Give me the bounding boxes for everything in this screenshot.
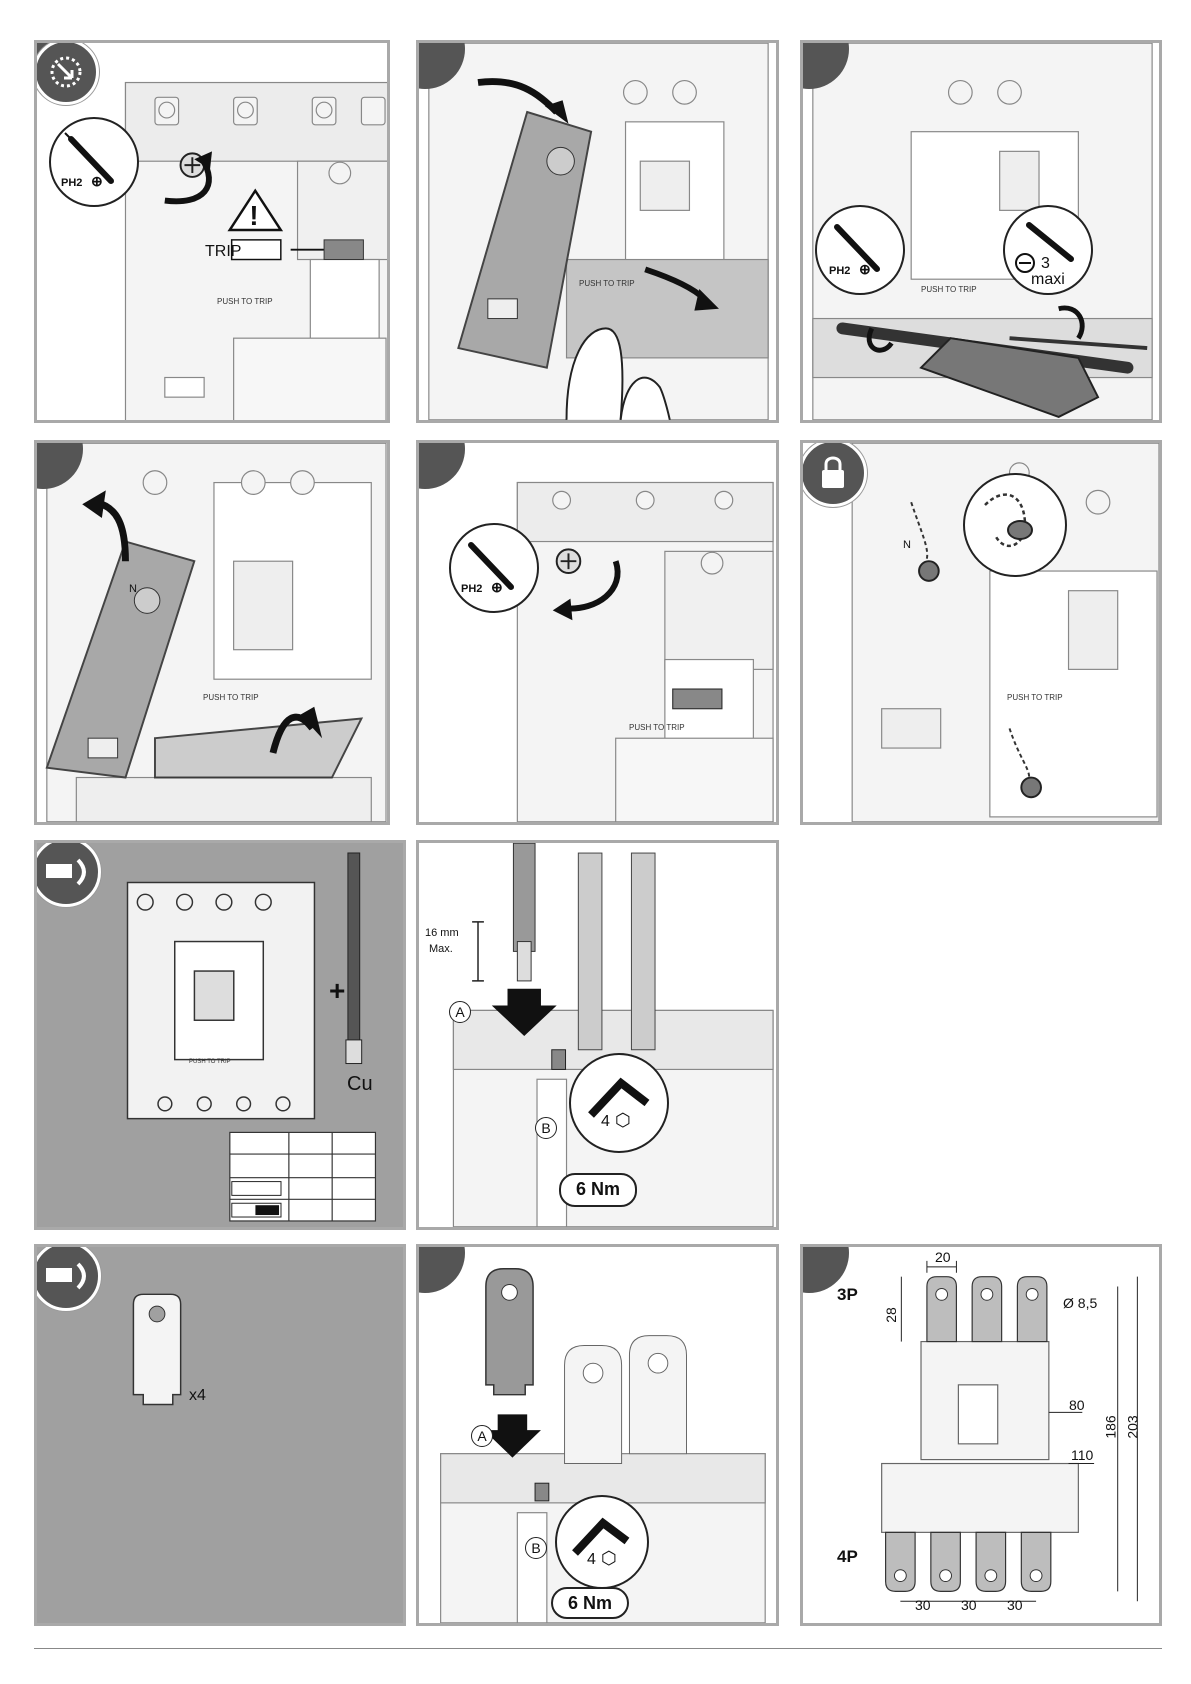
- breaker-drawing: [37, 443, 387, 822]
- pole-label: N: [903, 539, 911, 551]
- push-to-trip-label: PUSH TO TRIP: [921, 285, 977, 294]
- torque-label: 6 Nm: [559, 1173, 637, 1207]
- stranded-cable-icon: [232, 1182, 281, 1196]
- step-panel-5: PH2 ⊕ PUSH TO TRIP: [416, 440, 779, 825]
- flat-screwdriver-callout: 3 maxi: [1003, 205, 1093, 295]
- svg-text:!: !: [249, 200, 258, 231]
- push-to-trip-label: PUSH TO TRIP: [217, 297, 273, 306]
- screwdriver-callout: PH2 ⊕: [449, 523, 539, 613]
- dim-110-label: 110: [1071, 1447, 1093, 1463]
- phillips-icon: ⊕: [491, 579, 503, 596]
- hex-icon: ⬡: [615, 1110, 631, 1131]
- cable-overview-panel: + Cu PUSH TO TRIP: [34, 840, 406, 1230]
- spreader-4p: [886, 1532, 1051, 1591]
- terminal-connection-icon: [34, 840, 101, 907]
- step-panel-4: N PUSH TO TRIP: [34, 440, 390, 825]
- dim-30-label-3: 30: [1007, 1597, 1023, 1613]
- breaker-drawing: [419, 443, 776, 822]
- step-panel-1: ! PH2 ⊕ TRIP PUSH TO TRIP: [34, 40, 390, 423]
- terminal-drawing: [419, 843, 776, 1227]
- spreader-overview-panel: x4: [34, 1244, 406, 1626]
- label-4p: 4P: [837, 1547, 858, 1567]
- quantity-label: x4: [189, 1387, 206, 1405]
- spreader-3p: [927, 1277, 1047, 1342]
- phillips-icon: ⊕: [859, 261, 871, 278]
- push-to-trip-label: PUSH TO TRIP: [1007, 693, 1063, 702]
- lock-icon: [800, 440, 867, 507]
- step-panel-3: PH2 ⊕ 3 maxi PUSH TO TRIP: [800, 40, 1162, 423]
- cable-install-panel: 4 ⬡ 6 Nm 16 mm Max. A B: [416, 840, 779, 1230]
- step-panel-6: N PUSH TO TRIP: [800, 440, 1162, 825]
- cable-icon: [348, 853, 360, 1050]
- dim-28-label: 28: [883, 1307, 899, 1323]
- copper-label: Cu: [347, 1073, 373, 1096]
- plus-sign: +: [329, 975, 345, 1007]
- hole-diameter-label: Ø 8,5: [1063, 1295, 1097, 1311]
- dimensions-panel: 3P 4P 20 28 Ø 8,5 80 110 186 203 30 30 3…: [800, 1244, 1162, 1626]
- marker-a: A: [449, 1001, 471, 1023]
- push-to-trip-label: PUSH TO TRIP: [579, 279, 635, 288]
- dim-20-label: 20: [935, 1249, 951, 1265]
- strip-max-label: Max.: [429, 943, 453, 955]
- push-to-trip-label: PUSH TO TRIP: [629, 723, 685, 732]
- hex-size-label: 4: [587, 1551, 596, 1569]
- ph2-label: PH2: [829, 265, 850, 277]
- hex-size-label: 4: [601, 1113, 610, 1131]
- strip-length-label: 16 mm: [425, 927, 459, 939]
- seal-callout: [963, 473, 1067, 577]
- torque-label: 6 Nm: [551, 1587, 629, 1619]
- allen-key-callout: 4 ⬡: [555, 1495, 649, 1589]
- marker-b: B: [525, 1537, 547, 1559]
- maxi-label: maxi: [1031, 271, 1065, 289]
- push-to-trip-label: PUSH TO TRIP: [203, 693, 259, 702]
- phillips-icon: ⊕: [91, 173, 103, 190]
- screwdriver-icon: [837, 227, 877, 269]
- marker-b: B: [535, 1117, 557, 1139]
- pole-label: N: [129, 583, 137, 595]
- allen-key-callout: 4 ⬡: [569, 1053, 669, 1153]
- spreader-install-panel: 4 ⬡ 6 Nm A B: [416, 1244, 779, 1626]
- dim-203-label: 203: [1125, 1415, 1141, 1438]
- screwdriver-callout: PH2 ⊕: [815, 205, 905, 295]
- unlock-icon: [34, 40, 99, 105]
- screwdriver-callout: PH2 ⊕: [49, 117, 139, 207]
- hex-icon: ⬡: [601, 1548, 617, 1569]
- dim-30-label-2: 30: [961, 1597, 977, 1613]
- flat-screwdriver-icon: [1029, 225, 1071, 259]
- label-3p: 3P: [837, 1285, 858, 1305]
- ph2-label: PH2: [461, 583, 482, 595]
- push-to-trip-label: PUSH TO TRIP: [189, 1059, 231, 1065]
- cable-icon: [513, 843, 535, 951]
- step-panel-2: PUSH TO TRIP: [416, 40, 779, 423]
- breaker-drawing: [419, 43, 776, 420]
- trip-label: TRIP: [205, 243, 241, 261]
- seal-icon: [919, 561, 939, 581]
- dim-80-label: 80: [1069, 1397, 1085, 1413]
- dim-30-label-1: 30: [915, 1597, 931, 1613]
- terminal-connection-icon: [34, 1244, 101, 1311]
- footer-divider: [34, 1648, 1162, 1649]
- marker-a: A: [471, 1425, 493, 1447]
- ph2-label: PH2: [61, 177, 82, 189]
- dim-186-label: 186: [1103, 1415, 1119, 1438]
